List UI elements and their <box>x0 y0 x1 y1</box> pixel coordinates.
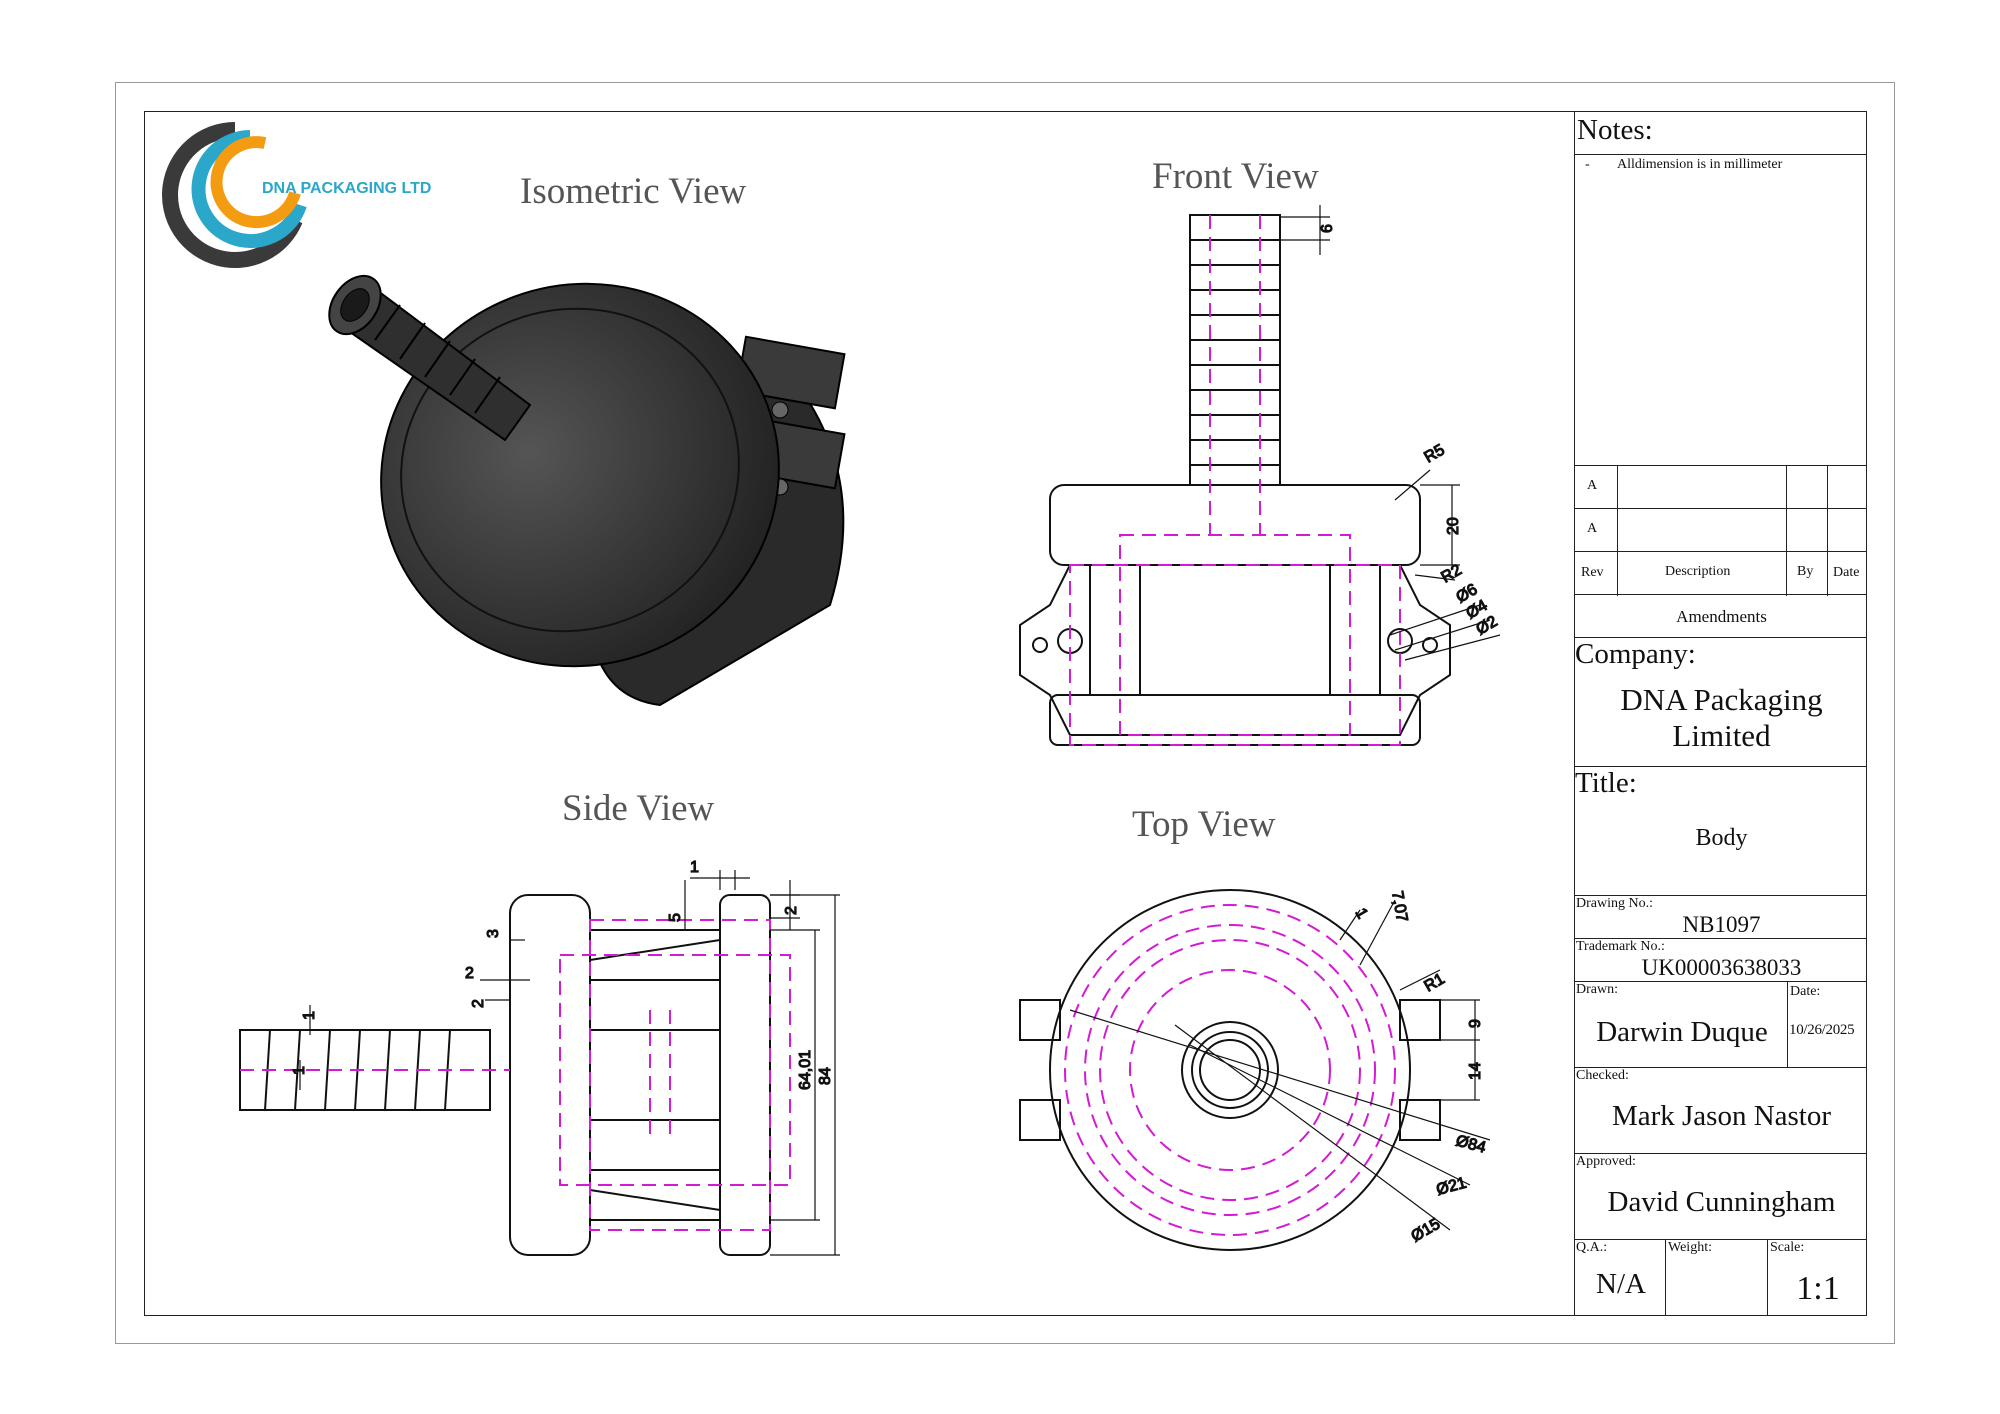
logo-text: DNA PACKAGING LTD <box>262 180 432 197</box>
drawing-no-label: Drawing No.: <box>1576 896 1653 911</box>
checked-cell: Checked: Mark Jason Nastor <box>1574 1067 1867 1154</box>
top-dimensions: 1 7,07 R1 9 14 Ø84 Ø21 Ø15 <box>1069 889 1491 1246</box>
isometric-view <box>328 274 846 707</box>
scale-label: Scale: <box>1770 1240 1805 1255</box>
top-body <box>1019 889 1441 1251</box>
scale-value: 1:1 <box>1796 1270 1840 1307</box>
rev-header-by: By <box>1797 564 1814 579</box>
date-cell: Date: 10/26/2025 <box>1787 981 1867 1068</box>
top-view-title: Top View <box>1132 804 1276 845</box>
date-value: 10/26/2025 <box>1789 1022 1855 1038</box>
company-name-line2: Limited <box>1672 718 1771 753</box>
trademark-value: UK00003638033 <box>1641 955 1802 980</box>
weight-label: Weight: <box>1668 1240 1712 1255</box>
drawn-cell: Drawn: Darwin Duque <box>1574 981 1788 1068</box>
top-dim-9: 9 <box>1467 1019 1484 1028</box>
side-view-title: Side View <box>562 788 715 829</box>
rev-row-1: A <box>1574 465 1867 510</box>
side-dim-2c: 2 <box>470 999 487 1008</box>
top-view: 1 7,07 R1 9 14 Ø84 Ø21 Ø15 <box>1019 889 1491 1251</box>
rev-header-rev: Rev <box>1581 565 1604 580</box>
top-dim-r1: R1 <box>1422 970 1448 995</box>
notes-header-cell: Notes: <box>1574 111 1867 155</box>
side-dimensions: 1 5 2 3 2 2 1 1 64,01 84 <box>290 858 840 1256</box>
qa-cell: Q.A.: N/A <box>1574 1239 1666 1316</box>
front-dim-20: 20 <box>1445 517 1462 535</box>
top-dim-7-07: 7,07 <box>1388 890 1410 924</box>
side-dim-5: 5 <box>667 913 684 922</box>
front-hidden-lines <box>1069 215 1401 746</box>
note-bullet: - <box>1585 157 1590 172</box>
checked-label: Checked: <box>1576 1068 1629 1083</box>
side-dim-1: 1 <box>690 859 699 876</box>
front-view: 6 R5 20 R2 Ø6 Ø4 Ø2 <box>1019 205 1501 746</box>
side-view: 1 5 2 3 2 2 1 1 64,01 84 <box>239 858 840 1256</box>
notes-label: Notes: <box>1577 114 1653 146</box>
front-dim-r5: R5 <box>1422 441 1448 466</box>
company-logo <box>162 122 307 268</box>
front-dimensions: 6 R5 20 R2 Ø6 Ø4 Ø2 <box>1280 205 1501 661</box>
title-block: Notes: - Alldimension is in millimeter A… <box>1574 111 1867 1316</box>
qa-label: Q.A.: <box>1576 1240 1608 1255</box>
side-barb <box>239 1029 491 1111</box>
rev-row-2-rev: A <box>1587 521 1598 536</box>
iso-hose-barb <box>328 274 532 442</box>
side-dim-3: 3 <box>485 929 502 938</box>
top-dim-o21: Ø21 <box>1435 1175 1469 1199</box>
front-body <box>1019 484 1451 746</box>
front-dim-6: 6 <box>1319 224 1336 233</box>
checked-by: Mark Jason Nastor <box>1611 1100 1832 1132</box>
rev-header-row: Rev Description By Date <box>1574 551 1867 596</box>
approved-by: David Cunningham <box>1607 1186 1836 1218</box>
company-label: Company: <box>1575 638 1696 670</box>
top-dim-o84: Ø84 <box>1454 1132 1488 1156</box>
isometric-view-title: Isometric View <box>520 171 747 212</box>
side-dim-1c: 1 <box>291 1066 308 1075</box>
approved-label: Approved: <box>1576 1154 1636 1169</box>
rev-row-2: A <box>1574 508 1867 553</box>
drawing-no-cell: Drawing No.: NB1097 <box>1574 895 1867 939</box>
drawing-no-value: NB1097 <box>1682 912 1761 937</box>
front-barb <box>1189 214 1281 486</box>
trademark-cell: Trademark No.: UK00003638033 <box>1574 938 1867 982</box>
amendments-label: Amendments <box>1676 607 1767 626</box>
title-value: Body <box>1695 825 1748 851</box>
trademark-label: Trademark No.: <box>1576 939 1665 954</box>
top-dim-14: 14 <box>1467 1062 1484 1080</box>
company-cell: Company: DNA Packaging Limited <box>1574 637 1867 767</box>
amendments-cell: Amendments <box>1574 594 1867 638</box>
note-text: Alldimension is in millimeter <box>1617 157 1783 172</box>
side-dim-1b: 1 <box>301 1011 318 1020</box>
front-view-title: Front View <box>1152 156 1319 197</box>
side-dim-84: 84 <box>817 1067 834 1085</box>
title-cell: Title: Body <box>1574 766 1867 896</box>
drawn-label: Drawn: <box>1576 982 1618 997</box>
side-body <box>509 894 771 1256</box>
rev-header-description: Description <box>1665 564 1731 579</box>
rev-row-1-rev: A <box>1587 478 1598 493</box>
weight-cell: Weight: <box>1665 1239 1768 1316</box>
side-dim-64-01: 64,01 <box>797 1050 814 1090</box>
notes-body-cell: - Alldimension is in millimeter <box>1574 154 1867 466</box>
rev-header-date: Date <box>1833 565 1860 580</box>
side-hidden-lines <box>240 919 791 1231</box>
date-label: Date: <box>1790 984 1821 999</box>
scale-cell: Scale: 1:1 <box>1767 1239 1867 1316</box>
drawn-by: Darwin Duque <box>1596 1016 1768 1048</box>
company-name-line1: DNA Packaging <box>1620 682 1823 717</box>
qa-value: N/A <box>1596 1268 1646 1300</box>
side-dim-2a: 2 <box>783 906 800 915</box>
title-label: Title: <box>1575 767 1637 799</box>
top-hidden-lines <box>1064 904 1396 1236</box>
sheet-outer-border <box>115 82 1895 1344</box>
approved-cell: Approved: David Cunningham <box>1574 1153 1867 1240</box>
side-dim-2b: 2 <box>465 965 474 982</box>
top-dim-o15: Ø15 <box>1409 1216 1444 1246</box>
